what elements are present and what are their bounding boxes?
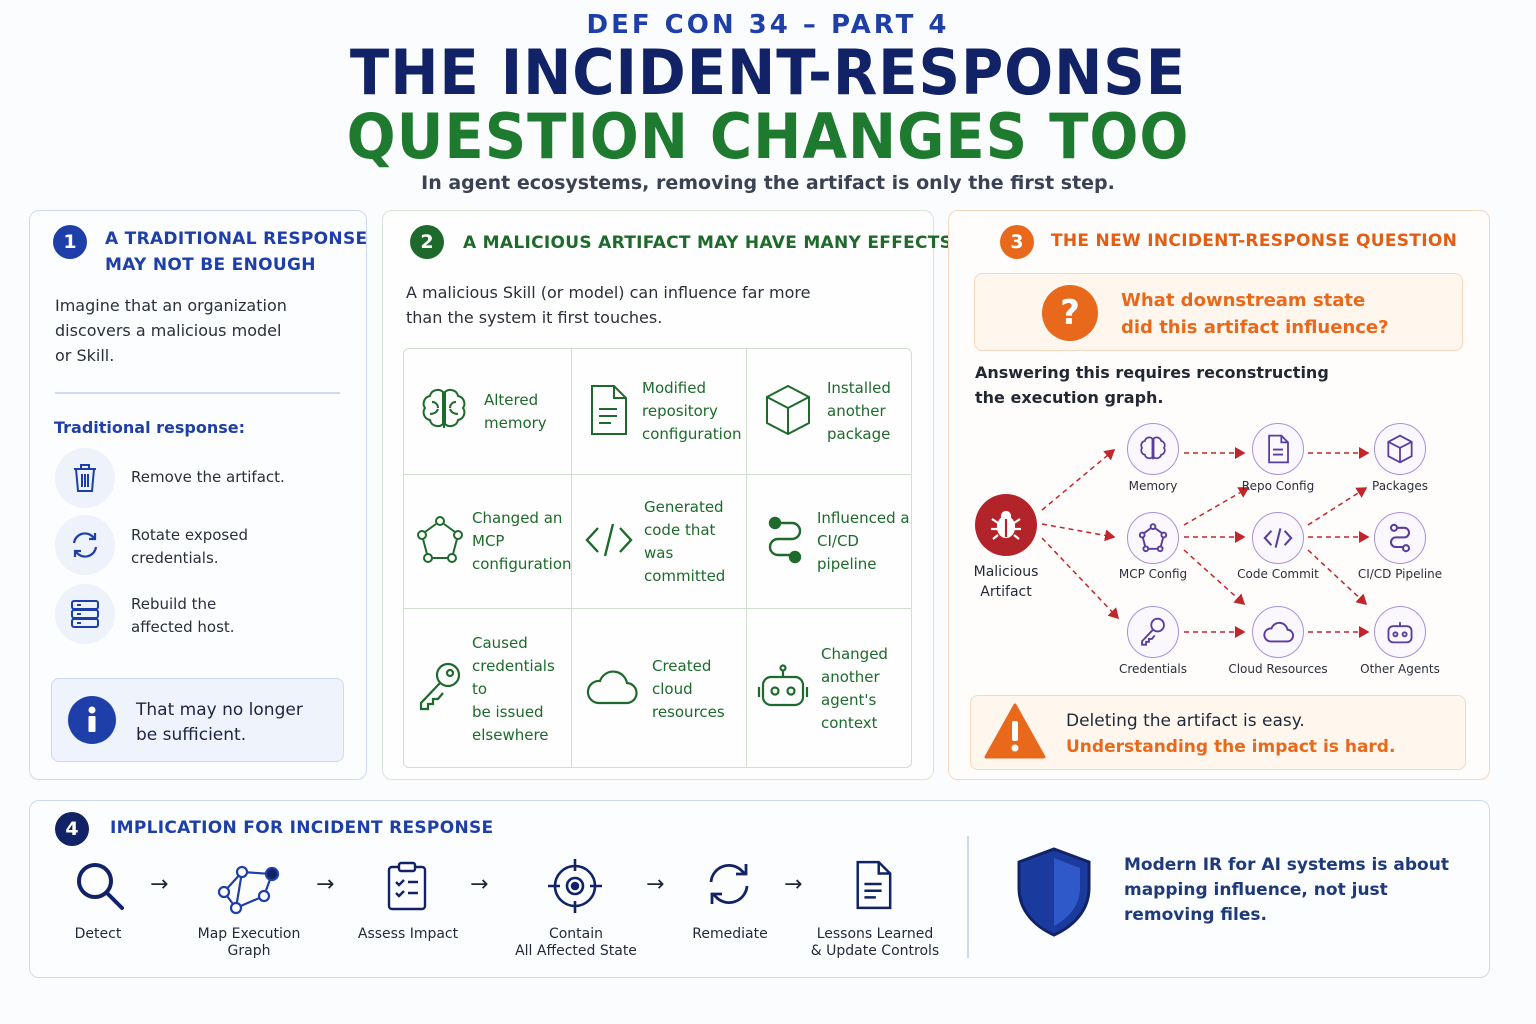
bug-icon [975,494,1037,556]
section1-body: Imagine that an organization discovers a… [55,296,287,365]
section2-body: A malicious Skill (or model) can influen… [406,283,811,327]
section-number-badge: 3 [1000,225,1034,259]
graph-node-label: MCP Config [1118,567,1188,581]
flow-arrow: → [470,872,489,897]
document-icon [586,383,630,441]
pipeline-icon [1374,512,1426,564]
graph-node-label: Repo Config [1241,479,1315,493]
code-icon [1252,512,1304,564]
info-icon [68,696,116,744]
malicious-effects-card [382,210,934,780]
shield-icon [1014,846,1094,942]
code-icon [584,520,634,564]
page-title-line2: QUESTION CHANGES TOO [346,100,1190,173]
graph-node-label: CI/CD Pipeline [1357,567,1443,581]
question-icon: ? [1042,285,1098,341]
flow-arrow: → [316,872,335,897]
package-icon [763,383,813,441]
step-label: Assess Impact [357,926,459,942]
network-icon [416,515,464,569]
flow-arrow: → [784,872,803,897]
response-item: Remove the artifact. [131,468,285,486]
refresh-icon [703,858,755,914]
response-item: Rebuild the affected host. [131,595,235,636]
step-label: Remediate [692,926,768,942]
clipboard-icon [386,860,428,916]
section-number-badge: 1 [53,225,87,259]
search-icon [74,860,126,916]
event-kicker: DEF CON 34 – PART 4 [586,10,950,40]
brain-icon [418,384,470,440]
section-number-badge: 4 [55,812,89,846]
key-icon [416,661,464,717]
section-number-badge: 2 [410,225,444,259]
question-box [974,273,1463,351]
section2-title: A MALICIOUS ARTIFACT MAY HAVE MANY EFFEC… [463,233,953,253]
crosshair-icon [546,857,604,919]
page-subtitle: In agent ecosystems, removing the artifa… [421,172,1115,194]
graph-node-label: Memory [1128,479,1178,493]
graph-node-label: Packages [1372,479,1428,493]
document-icon [1252,423,1304,475]
page-title-line1: THE INCIDENT-RESPONSE [349,36,1187,109]
conclusion-text: Modern IR for AI systems is about mappin… [1124,855,1449,925]
implication-card [29,800,1490,978]
execution-graph-edges [1041,447,1370,638]
warning-text: Deleting the artifact is easy. Understan… [1066,711,1396,757]
pipeline-icon [765,515,805,569]
response-item: Rotate exposed credentials. [131,526,248,567]
graph-node-label: Cloud Resources [1228,662,1328,676]
note-text: That may no longer be sufficient. [136,700,303,745]
rotate-icon [55,515,115,575]
flow-arrow: → [150,872,169,897]
traditional-response-label: Traditional response: [54,418,246,437]
section4-title: IMPLICATION FOR INCIDENT RESPONSE [110,818,494,838]
step-label: Lessons Learned& Update Controls [810,926,940,959]
key-icon [1127,606,1179,658]
robot-icon [757,663,809,715]
graph-node-label: Other Agents [1360,662,1440,676]
package-icon [1374,423,1426,475]
cloud-icon [584,667,638,711]
section1-title: A TRADITIONAL RESPONSE MAY NOT BE ENOUGH [105,229,368,275]
cloud-icon [1252,606,1304,658]
divider [55,392,340,394]
step-label: Detect [74,926,122,942]
graph-node-label: Credentials [1118,662,1187,676]
section3-body: Answering this requires reconstructing t… [975,363,1329,407]
section3-title: THE NEW INCIDENT-RESPONSE QUESTION [1051,231,1458,251]
question-text: What downstream state did this artifact … [1121,290,1389,338]
trash-icon [55,448,115,508]
server-icon [55,584,115,644]
document-icon [852,858,894,916]
flow-arrow: → [646,872,665,897]
brain-icon [1127,423,1179,475]
graph-icon [214,862,280,920]
divider [967,836,969,958]
network-icon [1127,512,1179,564]
graph-node-label: Code Commit [1237,567,1319,581]
warning-icon [984,702,1046,764]
robot-icon [1374,606,1426,658]
warning-box [970,695,1466,770]
